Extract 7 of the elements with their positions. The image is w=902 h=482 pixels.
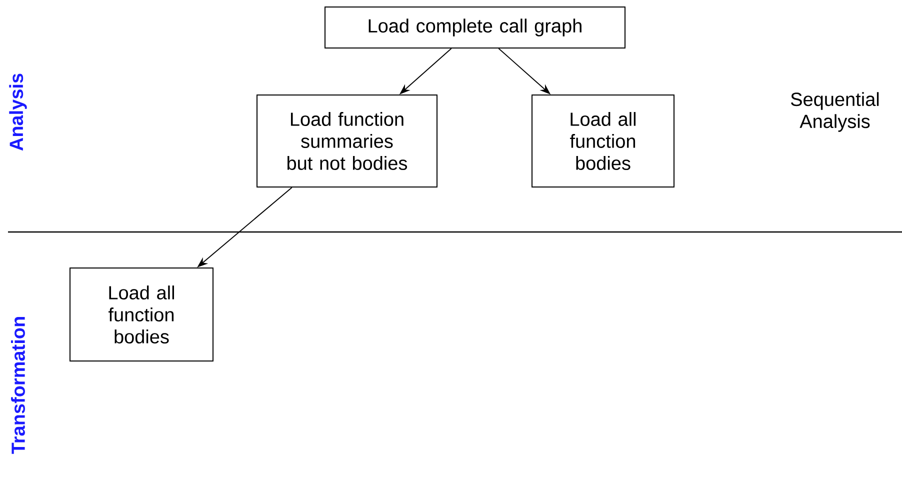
section-label: Analysis — [9, 74, 27, 151]
side-note: Sequential Analysis — [790, 92, 879, 132]
process-box: Load all function bodies — [70, 268, 214, 362]
process-box: Load all function bodies — [532, 94, 674, 188]
process-box: Load complete call graph — [324, 6, 626, 48]
process-box: Load function summaries but not bodies — [256, 94, 438, 188]
section-label: Transformation — [11, 317, 25, 454]
